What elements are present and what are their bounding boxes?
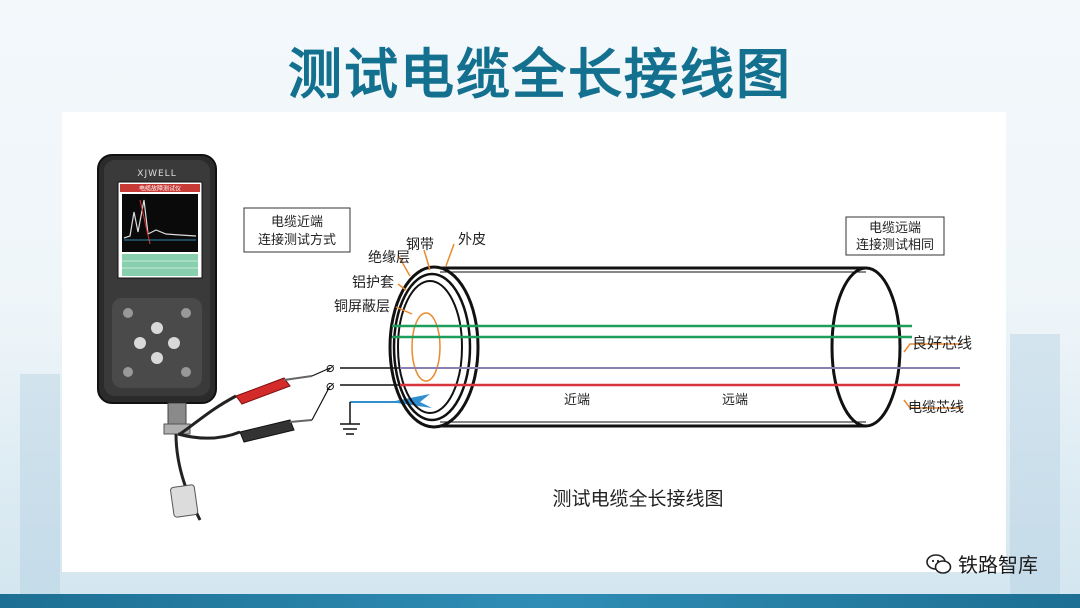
aluminum-sheath-label: 铝护套: [352, 275, 394, 291]
background-building: [20, 374, 60, 594]
screen-header: 电缆故障测试仪: [139, 185, 181, 193]
far-end-note: 电缆远端 连接测试相同: [845, 216, 945, 256]
connection-wires: ⌀ ⌀: [311, 360, 432, 435]
far-end-ring: [830, 266, 902, 428]
slide-title: 测试电缆全长接线图: [288, 43, 792, 106]
down-key[interactable]: [151, 352, 163, 364]
svg-text:⌀: ⌀: [326, 360, 335, 376]
cable-body: [388, 265, 902, 429]
insulation-layer-label: 绝缘层: [368, 250, 410, 266]
outer-sheath-ring: [388, 265, 480, 429]
diagram-caption: 测试电缆全长接线图: [552, 488, 723, 510]
watermark: 铁路智库: [926, 549, 1038, 578]
label-pointers: [395, 243, 962, 409]
cable-tester-device: XJWELL 电缆故障测试仪: [97, 154, 217, 435]
steel-tape-label: 钢带: [406, 237, 434, 253]
black-clip: [239, 419, 295, 443]
test-leads: [170, 375, 313, 521]
far-end-label: 远端: [722, 393, 748, 408]
watermark-text: 铁路智库: [958, 553, 1038, 577]
outer-sheath-label: 外皮: [458, 232, 486, 248]
near-end-label: 近端: [564, 393, 590, 408]
cable-cores: [392, 324, 960, 387]
far-note-line2: 连接测试相同: [856, 237, 934, 253]
wechat-icon: [926, 553, 952, 575]
left-key[interactable]: [134, 337, 146, 349]
copper-shield-label: 铜屏蔽层: [334, 299, 390, 315]
diagram-panel: [62, 112, 1006, 572]
far-note-line1: 电缆远端: [869, 220, 921, 236]
near-end-note: 电缆近端 连接测试方式: [243, 207, 351, 253]
device-brand: XJWELL: [137, 169, 176, 179]
near-note-line1: 电缆近端: [271, 214, 323, 230]
steel-tape-ring: [392, 272, 472, 422]
near-note-line2: 连接测试方式: [258, 232, 336, 248]
aluminum-sheath-ring: [397, 280, 463, 414]
up-key[interactable]: [151, 322, 163, 334]
right-key[interactable]: [168, 337, 180, 349]
copper-shield-ring: [411, 312, 441, 382]
svg-text:⌀: ⌀: [326, 378, 335, 394]
cable-core-label: 电缆芯线: [908, 400, 964, 416]
good-core-label: 良好芯线: [912, 334, 972, 352]
red-clip: [235, 377, 291, 405]
background-building: [1010, 334, 1060, 594]
bottom-bar: [0, 594, 1080, 608]
